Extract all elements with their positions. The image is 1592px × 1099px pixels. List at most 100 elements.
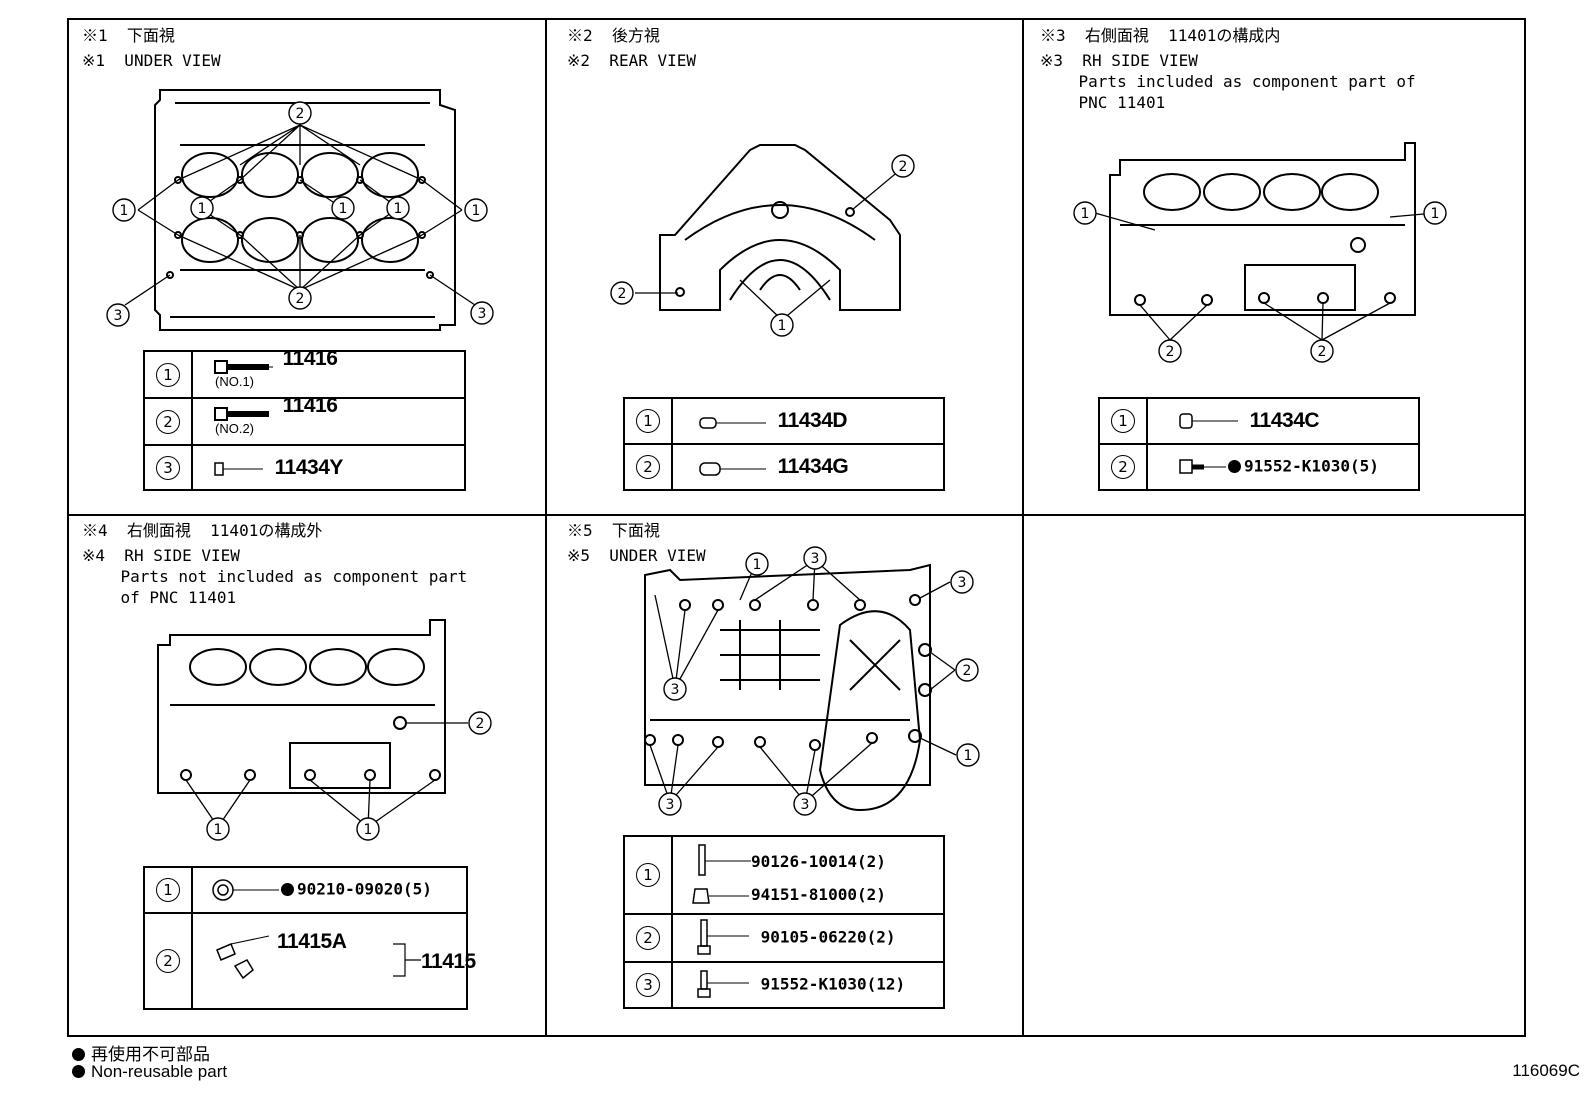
svg-text:1: 1 [753,557,762,573]
panel-5-header-jp: ※5 下面視 [567,521,660,540]
legend-label: Non-reusable part [91,1062,228,1081]
panel-4-parts-table: 1 90210-09020(5) 2 11415A 11415 [143,866,476,1010]
panel-3-header-jp: ※3 右側面視 11401の構成内 [1040,26,1281,45]
panel-4-header-note-1: Parts not included as component part [82,567,468,586]
panel-3-parts-table: 1 11434C 2 91552-K1030(5) [1098,397,1420,491]
part-number: 90126-10014(2) [751,852,886,871]
part-number: 90210-09020(5) [297,879,432,899]
non-reusable-dot-icon [281,882,294,896]
svg-text:2: 2 [296,291,305,307]
panel-2-rear-view-drawing: 2 2 1 [610,144,915,337]
svg-text:1: 1 [964,748,973,764]
svg-text:1: 1 [1081,206,1090,222]
table-row: 1 90126-10014(2) 94151-81000(2) [623,835,945,915]
part-number: 91552-K1030(12) [760,974,906,994]
plug-icon [214,462,263,476]
svg-text:1: 1 [214,822,223,838]
part-number: 11415 [421,950,476,973]
table-row: 2 11434G [623,443,945,491]
svg-text:1: 1 [198,201,207,217]
table-row: 2 11415A 11415 [143,912,476,1010]
bolt-icon [214,406,269,421]
part-number: 11434D [777,409,848,432]
bracket-line [393,943,421,977]
panel-5-header-en: ※5 UNDER VIEW [567,546,706,565]
callout-circle-icon: 2 [156,949,180,973]
part-number: 11434G [777,455,849,478]
diagram-grid [67,18,1526,1037]
legend-en: Non-reusable part [72,1062,227,1082]
svg-text:3: 3 [811,551,820,567]
callout-circle-icon: 1 [156,878,180,902]
grid-divider [1022,20,1024,1035]
svg-text:3: 3 [958,575,967,591]
svg-text:2: 2 [1318,344,1327,360]
panel-5-parts-table: 1 90126-10014(2) 94151-81000(2) 2 90105-… [623,835,945,1009]
table-row: 1 11434D [623,397,945,445]
figure-code: 116069C [1512,1061,1580,1080]
part-number: 94151-81000(2) [751,885,886,904]
panel-4-header-en: ※4 RH SIDE VIEW [82,546,240,565]
svg-text:1: 1 [339,201,348,217]
panel-1-header-jp: ※1 下面視 [82,26,175,45]
svg-text:2: 2 [476,716,485,732]
panel-2-header-jp: ※2 後方視 [567,26,660,45]
pin-icon [699,461,766,476]
panel-3-header-note-2: PNC 11401 [1040,93,1166,112]
callout-circle-icon: 2 [156,409,180,434]
part-number: 11416 [282,394,338,417]
table-row: 3 11434Y [143,444,466,491]
legend-label: 再使用不可部品 [91,1045,210,1064]
svg-text:2: 2 [618,286,627,302]
callout-circle-icon: 2 [636,455,660,479]
panel-1-parts-table: 1 11416(NO.1) 2 11416(NO.2) 3 11434Y [143,347,466,491]
panel-1-header-en: ※1 UNDER VIEW [82,51,221,70]
svg-text:3: 3 [801,797,810,813]
svg-text:1: 1 [120,203,129,219]
svg-text:3: 3 [666,797,675,813]
sensor-icon [216,935,270,980]
panel-2-header-en: ※2 REAR VIEW [567,51,696,70]
bolt-icon [697,970,749,998]
callout-circle-icon: 2 [636,926,660,950]
panel-3-header-en: ※3 RH SIDE VIEW [1040,51,1198,70]
svg-text:3: 3 [114,308,123,324]
svg-text:1: 1 [472,203,481,219]
table-row: 2 90105-06220(2) [623,913,945,963]
callout-circle-icon: 3 [156,455,180,480]
part-number: 11416 [282,347,338,370]
part-number: 90105-06220(2) [760,927,896,947]
callout-circle-icon: 1 [1111,409,1135,433]
washer-icon [212,879,279,901]
part-number: 11415A [277,930,347,953]
panel-4-header-note-2: of PNC 11401 [82,588,237,607]
part-number: 91552-K1030(5) [1244,456,1379,476]
callout-circle-icon: 3 [636,973,660,997]
callout-circle-icon: 1 [636,409,660,433]
table-row: 1 11416(NO.1) [143,347,466,399]
svg-text:2: 2 [899,159,908,175]
nut-icon [692,888,749,904]
panel-2-parts-table: 1 11434D 2 11434G [623,397,945,491]
table-row: 1 90210-09020(5) [143,866,468,914]
table-row: 2 91552-K1030(5) [1098,443,1420,491]
part-number: 11434C [1249,408,1320,432]
legend-jp: 再使用不可部品 [72,1040,210,1065]
table-row: 3 91552-K1030(12) [623,961,945,1009]
pin-icon [699,416,766,429]
grid-divider [69,514,1524,516]
part-number: 11434Y [274,455,344,479]
stud-icon [698,844,751,876]
table-row: 2 11416(NO.2) [143,394,466,446]
svg-text:3: 3 [671,682,680,698]
non-reusable-dot-icon [72,1048,85,1061]
sensor-icon [1179,413,1238,429]
callout-circle-icon: 1 [636,863,660,887]
part-note: (NO.1) [215,374,254,389]
svg-text:1: 1 [778,318,787,334]
bolt-icon [697,919,749,955]
table-row: 1 11434C [1098,397,1420,445]
